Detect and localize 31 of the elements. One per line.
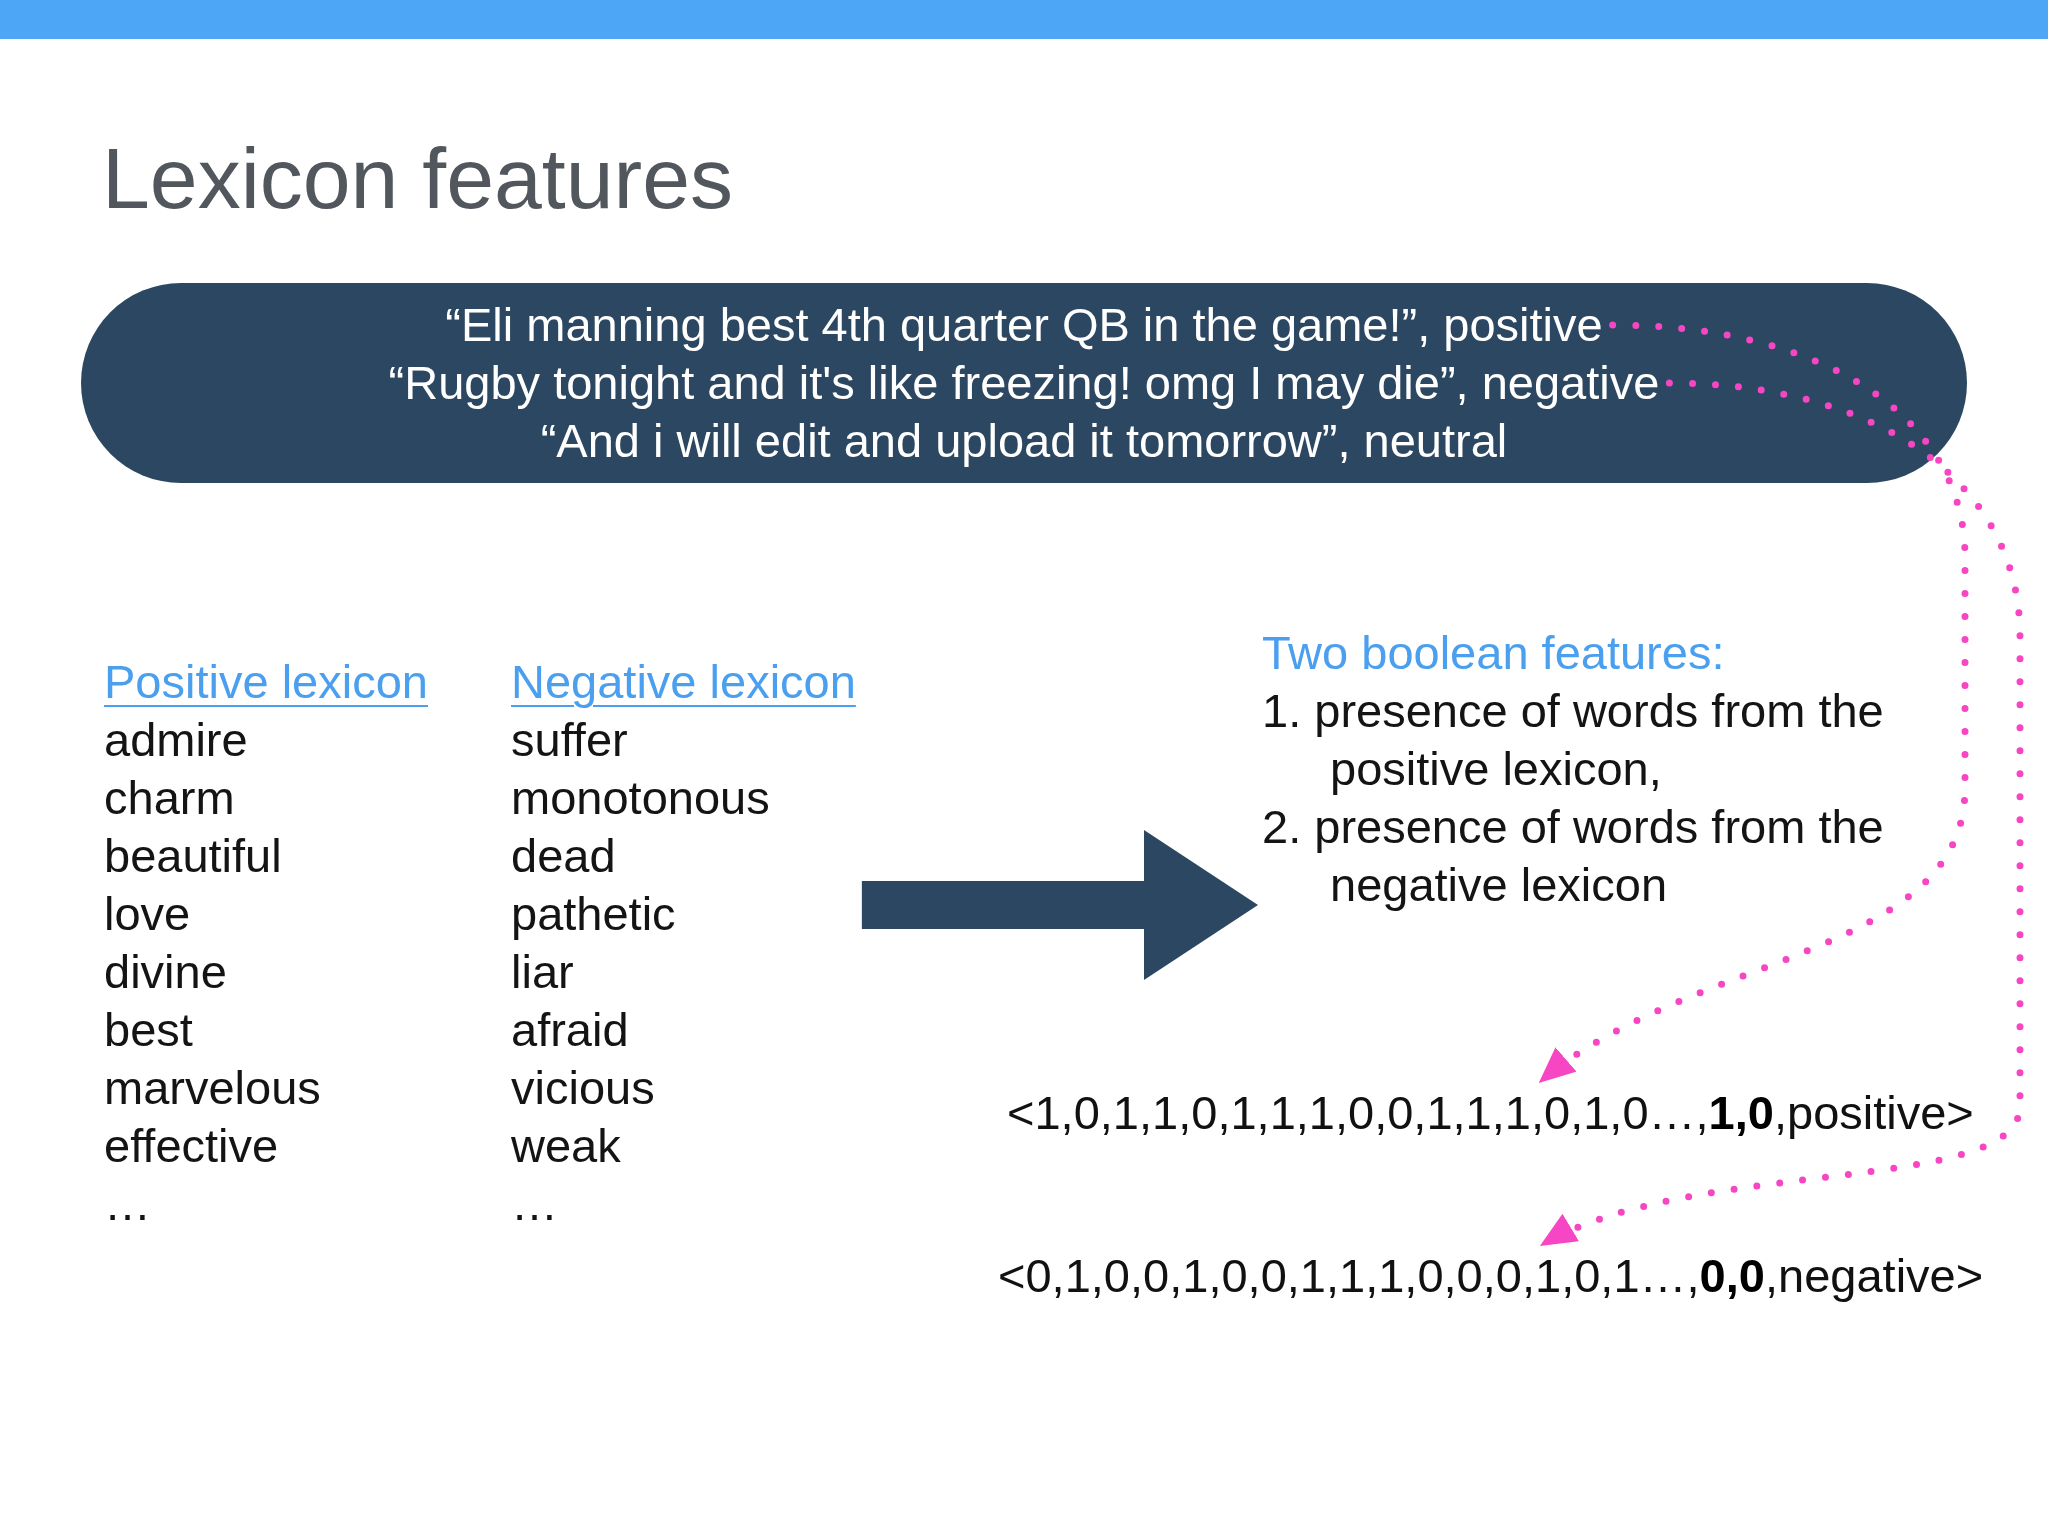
- list-heading: Positive lexicon: [104, 654, 428, 710]
- lexicon-word: vicious: [511, 1060, 655, 1116]
- lexicon-word: suffer: [511, 712, 628, 768]
- tweet-text: “Eli manning best 4th quarter QB in the game!”, positive: [445, 296, 1603, 354]
- slide-title: Lexicon features: [102, 129, 734, 228]
- top-bar: [0, 0, 2048, 39]
- lexicon-word: dead: [511, 828, 616, 884]
- feature-vector-text: <0,1,0,0,1,0,0,1,1,1,0,0,0,1,0,1…,0,0,negative>: [998, 1247, 1984, 1305]
- tweet-text: “And i will edit and upload it tomorrow”, neutral: [540, 412, 1508, 470]
- lexicon-word: beautiful: [104, 828, 282, 884]
- lexicon-word: afraid: [511, 1002, 629, 1058]
- lexicon-word: love: [104, 886, 191, 942]
- lexicon-word: charm: [104, 770, 235, 826]
- lexicon-word: marvelous: [104, 1060, 321, 1116]
- lexicon-word: best: [104, 1002, 193, 1058]
- lexicon-word: admire: [104, 712, 248, 768]
- lexicon-word: liar: [511, 944, 574, 1000]
- lexicon-word: effective: [104, 1118, 279, 1174]
- list-heading: Two boolean features:: [1262, 625, 1725, 681]
- feature-vector-text: <1,0,1,1,0,1,1,1,0,0,1,1,1,0,1,0…,1,0,positive>: [1007, 1084, 1974, 1142]
- lexicon-word: …: [511, 1176, 558, 1232]
- tweet-text: “Rugby tonight and it's like freezing! omg I may die”, negative: [388, 354, 1660, 412]
- numbered-list-item: 1. presence of words from the positive lexicon,: [1262, 683, 1885, 797]
- lexicon-word: weak: [511, 1118, 621, 1174]
- list-heading: Negative lexicon: [511, 654, 856, 710]
- numbered-list-item: 2. presence of words from the negative lexicon: [1262, 799, 1885, 913]
- lexicon-word: monotonous: [511, 770, 770, 826]
- lexicon-word: …: [104, 1176, 151, 1232]
- lexicon-word: pathetic: [511, 886, 676, 942]
- block-arrow: [861, 830, 1258, 980]
- lexicon-word: divine: [104, 944, 227, 1000]
